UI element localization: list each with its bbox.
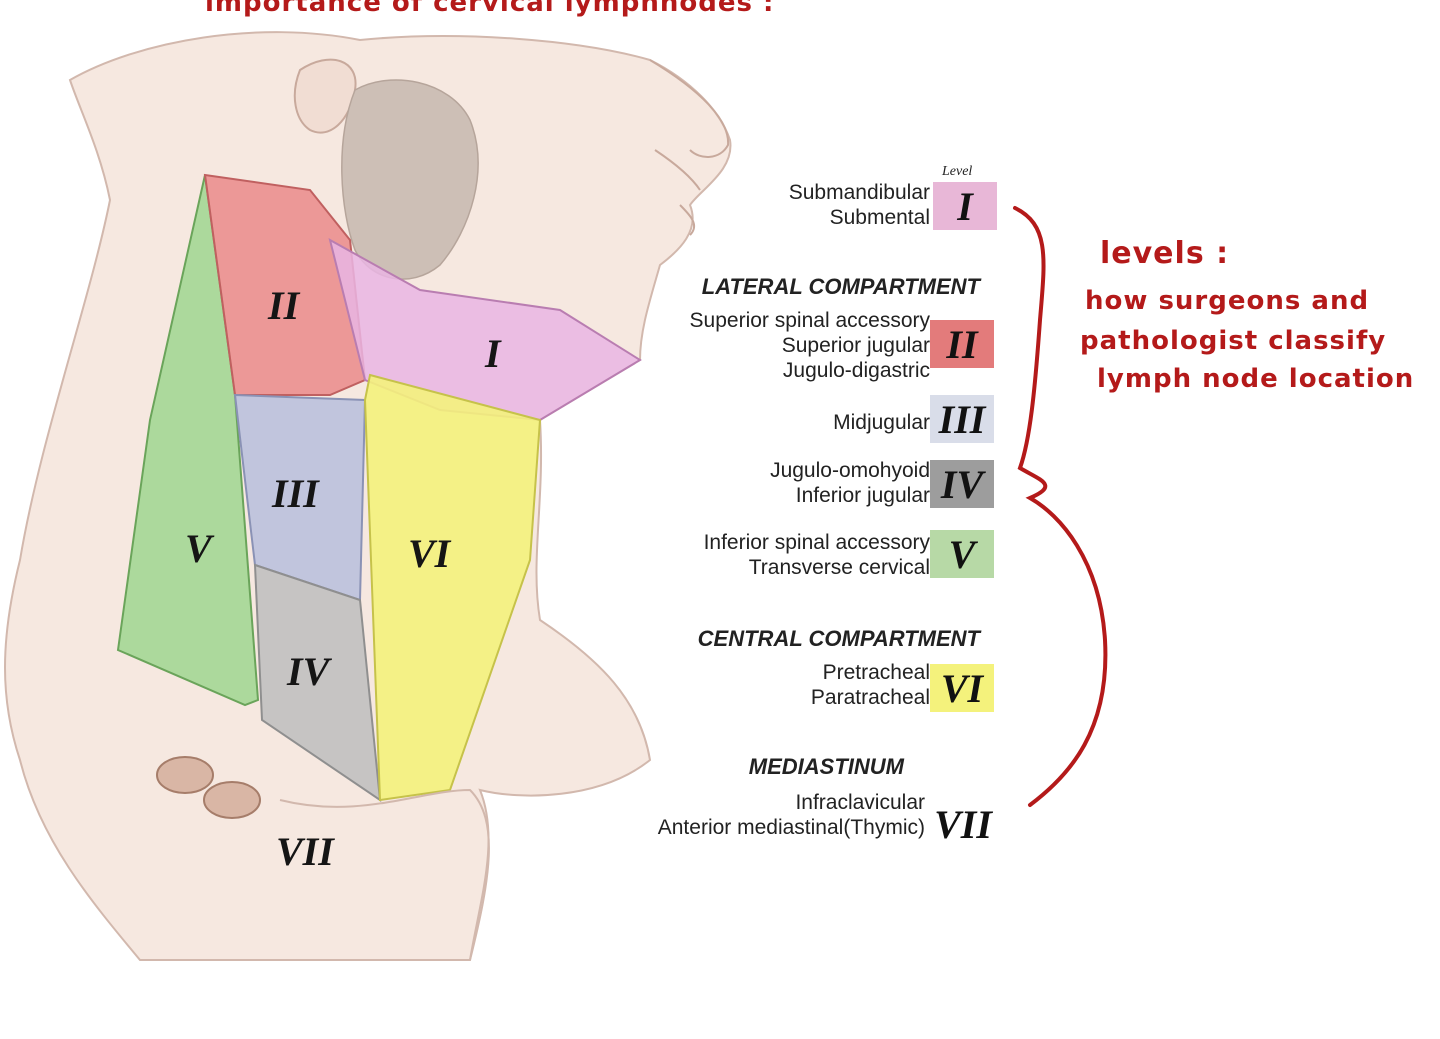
level-i-line: Submental: [829, 206, 930, 229]
central-compartment-heading: CENTRAL COMPARTMENT: [697, 626, 980, 651]
handwritten-levels-heading: levels :: [1100, 236, 1230, 271]
region-label-vii: VII: [276, 829, 334, 874]
brace-stroke: [1013, 206, 1108, 807]
level-vi-badge: VI: [930, 664, 994, 712]
level-vii-description: Infraclavicular Anterior mediastinal(Thy…: [658, 790, 925, 840]
handwritten-note-line: lymph node location: [1097, 364, 1415, 394]
level-ii-line: Superior spinal accessory: [689, 309, 930, 332]
level-word: Level: [942, 164, 973, 179]
level-vii-line: Infraclavicular: [795, 791, 925, 814]
region-label-iii: III: [272, 471, 319, 516]
level-ii-line: Jugulo-digastric: [782, 359, 930, 382]
level-iv-badge: IV: [930, 460, 994, 508]
region-label-v: V: [185, 526, 212, 571]
level-i-description: Submandibular Submental: [789, 180, 930, 230]
level-iv-line: Jugulo-omohyoid: [770, 459, 930, 482]
lips-outline: [654, 149, 701, 236]
level-v-description: Inferior spinal accessory Transverse cer…: [704, 530, 930, 580]
level-ii-line: Superior jugular: [781, 334, 930, 357]
level-ii-description: Superior spinal accessory Superior jugul…: [690, 308, 930, 383]
region-level-vi: [363, 373, 542, 802]
level-vii-badge: VII: [934, 801, 992, 847]
nose-outline: [649, 59, 730, 158]
trachea-ring: [203, 781, 261, 819]
mediastinum-heading: MEDIASTINUM: [748, 754, 904, 779]
region-label-i: I: [485, 331, 501, 376]
level-vi-line: Paratracheal: [810, 686, 930, 709]
handwritten-note-line: how surgeons and: [1085, 286, 1370, 316]
mediastinum-outline: [279, 788, 490, 961]
level-vi-line: Pretracheal: [822, 661, 930, 684]
level-iii-line: Midjugular: [833, 411, 930, 434]
handwritten-title: importance of cervical lymphnodes :: [205, 0, 775, 18]
level-i-line: Submandibular: [788, 181, 930, 204]
region-label-ii: II: [268, 283, 300, 328]
region-label-iv: IV: [287, 649, 330, 694]
region-label-vi: VI: [408, 531, 451, 576]
level-vi-description: Pretracheal Paratracheal: [811, 660, 930, 710]
level-v-line: Transverse cervical: [748, 556, 930, 579]
level-vii-line: Anterior mediastinal(Thymic): [657, 816, 925, 839]
level-iii-badge: III: [930, 395, 994, 443]
level-i-badge: I: [933, 182, 997, 230]
parotid-gland: [341, 79, 479, 280]
level-ii-badge: II: [930, 320, 994, 368]
level-iv-description: Jugulo-omohyoid Inferior jugular: [770, 458, 930, 508]
level-v-line: Inferior spinal accessory: [703, 531, 930, 554]
level-iii-description: Midjugular: [833, 410, 930, 435]
lateral-compartment-heading: LATERAL COMPARTMENT: [701, 274, 980, 299]
level-v-badge: V: [930, 530, 994, 578]
ear-outline: [293, 58, 357, 134]
level-iv-line: Inferior jugular: [795, 484, 930, 507]
handwritten-note-line: pathologist classify: [1080, 326, 1387, 356]
trachea-ring: [156, 756, 214, 794]
